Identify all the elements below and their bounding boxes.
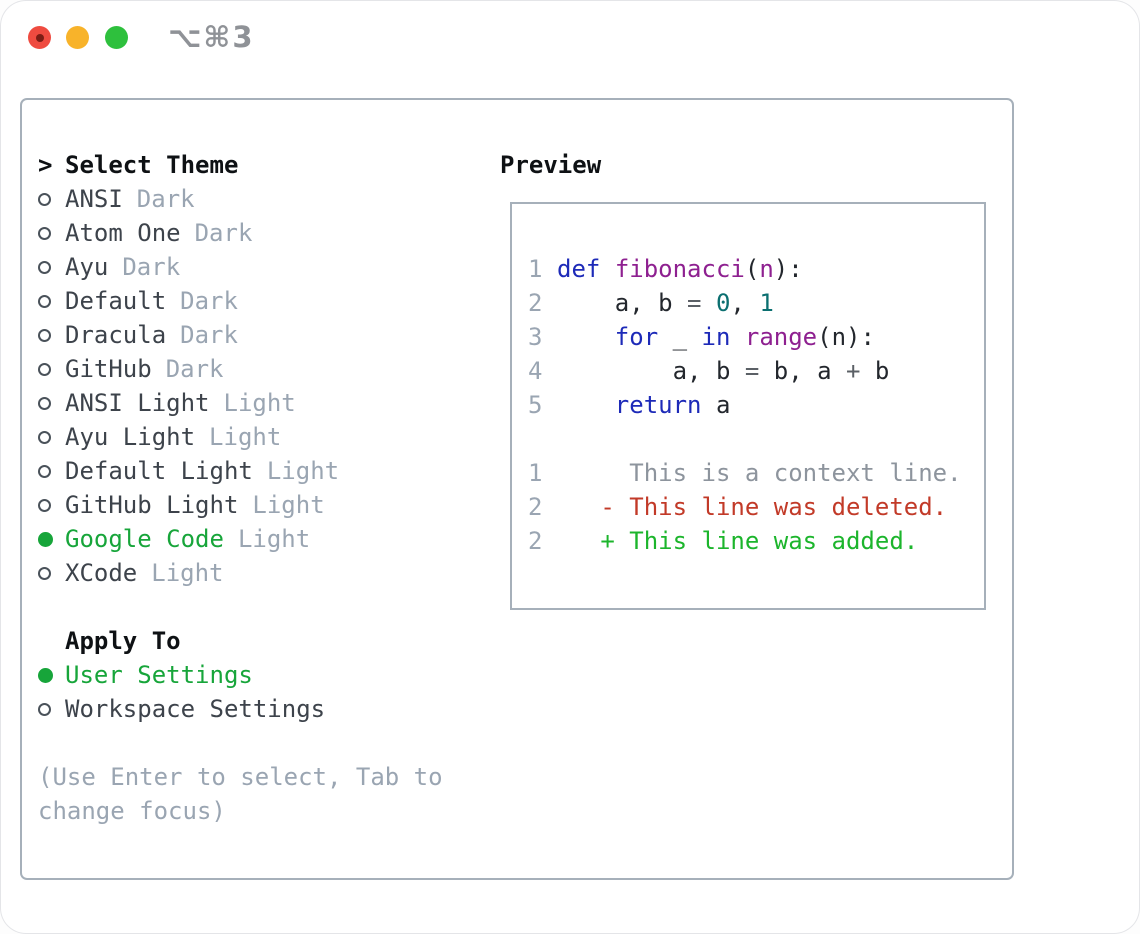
theme-option-xcode-light[interactable]: XCode Light	[38, 556, 443, 590]
radio-unselected-icon	[38, 362, 51, 376]
theme-variant-tag: Dark	[180, 321, 238, 349]
apply-option-user-settings[interactable]: User Settings	[38, 658, 443, 692]
radio-unselected-icon	[38, 430, 51, 444]
radio-unselected-icon	[38, 192, 51, 206]
line-number: 2	[528, 527, 543, 555]
theme-option-ayu-dark[interactable]: Ayu Dark	[38, 250, 443, 284]
apply-option-workspace-settings[interactable]: Workspace Settings	[38, 692, 443, 726]
titlebar: ⌥⌘3	[0, 0, 1140, 74]
theme-variant-tag: Light	[266, 457, 340, 485]
prompt-icon: >	[38, 151, 53, 179]
theme-option-ansi-dark[interactable]: ANSI Dark	[38, 182, 443, 216]
code-line: 5 return a	[528, 388, 984, 422]
theme-name: Default	[65, 287, 167, 315]
theme-variant-tag: Light	[151, 559, 224, 587]
theme-variant-tag: Light	[237, 525, 311, 553]
code-line: 4 a, b = b, a + b	[528, 354, 984, 388]
theme-option-dracula-dark[interactable]: Dracula Dark	[38, 318, 443, 352]
code-line: 3 for _ in range(n):	[528, 320, 984, 354]
theme-variant-tag: Light	[209, 423, 282, 451]
close-button[interactable]	[28, 26, 51, 49]
line-number: 3	[528, 323, 543, 351]
radio-unselected-icon	[38, 702, 51, 716]
radio-unselected-icon	[38, 566, 51, 580]
radio-unselected-icon	[38, 464, 51, 478]
line-number: 2	[528, 493, 543, 521]
theme-variant-tag: Dark	[122, 253, 181, 281]
minimize-button[interactable]	[66, 26, 89, 49]
theme-name: Ayu	[65, 253, 109, 281]
zoom-button[interactable]	[105, 26, 128, 49]
code-line: 2 a, b = 0, 1	[528, 286, 984, 320]
theme-name: GitHub Light	[65, 491, 239, 519]
theme-option-github-light[interactable]: GitHub Light Light	[38, 488, 443, 522]
help-text-line-2: change focus)	[38, 797, 226, 825]
theme-option-atom-one-dark[interactable]: Atom One Dark	[38, 216, 443, 250]
theme-option-default-dark[interactable]: Default Dark	[38, 284, 443, 318]
theme-name: Dracula	[65, 321, 167, 349]
apply-to-title: Apply To	[65, 627, 181, 655]
window-shortcut-label: ⌥⌘3	[168, 20, 255, 54]
radio-unselected-icon	[38, 260, 51, 274]
radio-unselected-icon	[38, 226, 51, 240]
preview-title: Preview	[500, 151, 602, 179]
radio-selected-icon	[38, 667, 53, 683]
theme-name: ANSI Light	[65, 389, 210, 417]
radio-unselected-icon	[38, 396, 51, 410]
theme-picker-panel: > Select Theme ANSI Dark Atom One Dark A…	[20, 98, 1014, 880]
radio-unselected-icon	[38, 294, 51, 308]
theme-name: Ayu Light	[65, 423, 196, 451]
theme-list: > Select Theme ANSI Dark Atom One Dark A…	[38, 148, 443, 828]
theme-option-github-dark[interactable]: GitHub Dark	[38, 352, 443, 386]
theme-option-google-code-light[interactable]: Google Code Light	[38, 522, 443, 556]
theme-name: Atom One	[65, 219, 181, 247]
line-number: 1	[528, 459, 543, 487]
line-number: 4	[528, 357, 543, 385]
select-theme-header: > Select Theme	[38, 148, 443, 182]
diff-added-line: 2 + This line was added.	[528, 524, 984, 558]
theme-variant-tag: Dark	[194, 219, 253, 247]
apply-option-label: User Settings	[65, 661, 253, 689]
theme-variant-tag: Dark	[165, 355, 224, 383]
diff-context-line: 1 This is a context line.	[528, 456, 984, 490]
line-number: 2	[528, 289, 543, 317]
radio-unselected-icon	[38, 498, 51, 512]
apply-option-label: Workspace Settings	[65, 695, 326, 723]
apply-to-header: Apply To	[38, 624, 443, 658]
line-number: 1	[528, 255, 543, 283]
theme-variant-tag: Dark	[180, 287, 238, 315]
blank-line	[528, 422, 984, 456]
theme-option-ansi-light[interactable]: ANSI Light Light	[38, 386, 443, 420]
diff-deleted-line: 2 - This line was deleted.	[528, 490, 984, 524]
radio-selected-icon	[38, 531, 53, 547]
theme-name: XCode	[65, 559, 138, 587]
theme-option-default-light[interactable]: Default Light Light	[38, 454, 443, 488]
radio-unselected-icon	[38, 328, 51, 342]
select-theme-title: Select Theme	[65, 151, 239, 179]
theme-variant-tag: Dark	[136, 185, 195, 213]
theme-name: GitHub	[65, 355, 152, 383]
theme-name: Google Code	[65, 525, 224, 553]
theme-variant-tag: Light	[223, 389, 296, 417]
theme-variant-tag: Light	[252, 491, 325, 519]
help-text-line-1: (Use Enter to select, Tab to	[38, 763, 443, 791]
line-number: 5	[528, 391, 543, 419]
theme-name: ANSI	[65, 185, 123, 213]
theme-option-ayu-light[interactable]: Ayu Light Light	[38, 420, 443, 454]
theme-name: Default Light	[65, 457, 253, 485]
